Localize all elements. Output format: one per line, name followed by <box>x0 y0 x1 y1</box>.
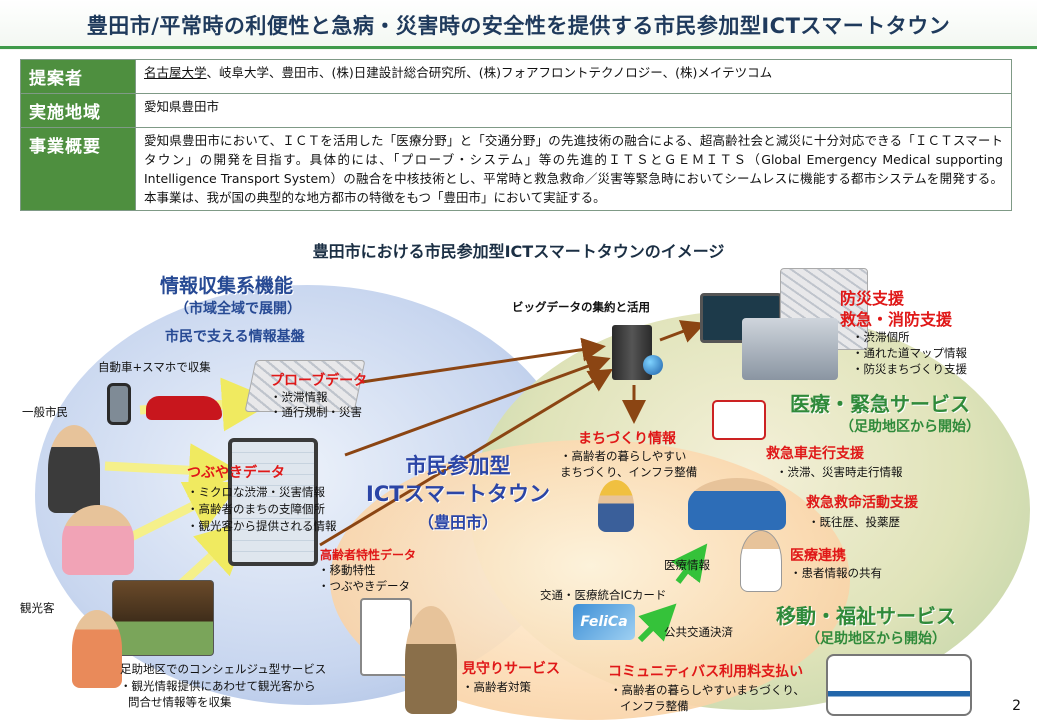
bus-fare-item: インフラ整備 <box>620 699 689 714</box>
asuke-temple-image <box>112 580 214 656</box>
mobility-service-subtitle: （足助地区から開始） <box>806 628 946 648</box>
rescue-team-image <box>688 478 786 530</box>
probe-title: プローブデータ <box>270 370 367 390</box>
probe-item: ・渋滞情報 <box>270 390 328 405</box>
concierge-item: ・観光情報提供にあわせて観光客から <box>120 679 316 694</box>
tourist-person-image <box>72 610 122 688</box>
smartphone-icon <box>107 383 131 425</box>
rescue-support-item: ・既往歴、投薬歴 <box>808 515 900 530</box>
tweet-title: つぶやきデータ <box>187 462 285 482</box>
tweet-item: ・ミクロな渋滞・災害情報 <box>187 485 325 500</box>
citizen-person-image <box>48 425 100 513</box>
elderly-data-title: 高齢者特性データ <box>320 546 416 563</box>
arrow-tweet-to-bigdata <box>345 360 605 455</box>
info-collection-tagline: 市民で支える情報基盤 <box>165 326 305 346</box>
tweet-item: ・観光客から提供される情報 <box>187 519 337 534</box>
concierge-item: 問合せ情報等を収集 <box>128 695 232 710</box>
medical-link-item: ・患者情報の共有 <box>790 566 882 581</box>
center-line1: 市民参加型 <box>348 452 568 480</box>
concierge-title: 足助地区でのコンシェルジュ型サービス <box>120 662 326 677</box>
ambulance-support-item: ・渋滞、災害時走行情報 <box>776 465 903 480</box>
citizen-label: 一般市民 <box>22 405 68 420</box>
tourist-label: 観光客 <box>20 601 55 616</box>
disaster-item: ・渋滞個所 <box>852 330 910 345</box>
town-info-item: ・高齢者の暮らしやすい <box>560 449 686 464</box>
center-line2: ICTスマートタウン <box>348 480 568 508</box>
watch-service-title: 見守りサービス <box>462 658 560 678</box>
medical-link-title: 医療連携 <box>790 545 846 565</box>
bigdata-label: ビッグデータの集約と活用 <box>512 300 650 315</box>
medical-service-subtitle: （足助地区から開始） <box>840 416 980 436</box>
ambulance-support-title: 救急車走行支援 <box>766 443 864 463</box>
bus-fare-item: ・高齢者の暮らしやすいまちづくり、 <box>610 683 805 698</box>
center-line3: （豊田市） <box>348 509 568 537</box>
rescue-support-title: 救急救命活動支援 <box>806 492 918 512</box>
family-image <box>62 505 134 575</box>
car-icon <box>146 396 222 420</box>
tweet-item: ・高齢者のまちの支障個所 <box>187 502 325 517</box>
ambulance-icon <box>712 400 766 440</box>
medical-info-label: 医療情報 <box>664 558 710 573</box>
engineer-image <box>598 480 634 532</box>
elderly-data-item: ・移動特性 <box>318 563 376 578</box>
city-image <box>742 318 838 380</box>
medical-service-title: 医療・緊急サービス <box>790 388 970 417</box>
disaster-item: ・通れた道マップ情報 <box>852 346 967 361</box>
watch-service-item: ・高齢者対策 <box>462 680 531 695</box>
info-collection-subtitle: （市域全域で展開） <box>175 298 301 318</box>
globe-icon <box>643 355 663 375</box>
arrow-bigdata-to-monitor <box>660 325 700 340</box>
bus-fare-title: コミュニティバス利用料支払い <box>608 661 803 681</box>
info-collection-title: 情報収集系機能 <box>160 271 293 298</box>
elderly-data-item: ・つぶやきデータ <box>318 579 410 594</box>
elderly-person-image <box>405 606 457 714</box>
town-info-item: まちづくり、インフラ整備 <box>560 465 697 480</box>
page-number: 2 <box>1012 698 1021 714</box>
disaster-item: ・防災まちづくり支援 <box>852 362 967 377</box>
probe-item: ・通行規制・災害 <box>270 405 362 420</box>
ic-card-image: FeliCa <box>573 604 635 640</box>
mobility-service-title: 移動・福祉サービス <box>776 600 956 629</box>
arrow-probe-to-bigdata <box>355 347 600 383</box>
car-phone-label: 自動車+スマホで収集 <box>98 360 211 375</box>
ic-card-label: 交通・医療統合ICカード <box>540 588 666 603</box>
doctor-image <box>740 530 782 592</box>
transit-payment-label: 公共交通決済 <box>664 625 733 640</box>
rescue-fire-title: 救急・消防支援 <box>840 306 952 330</box>
town-info-title: まちづくり情報 <box>578 428 676 448</box>
community-bus-image <box>826 654 972 716</box>
